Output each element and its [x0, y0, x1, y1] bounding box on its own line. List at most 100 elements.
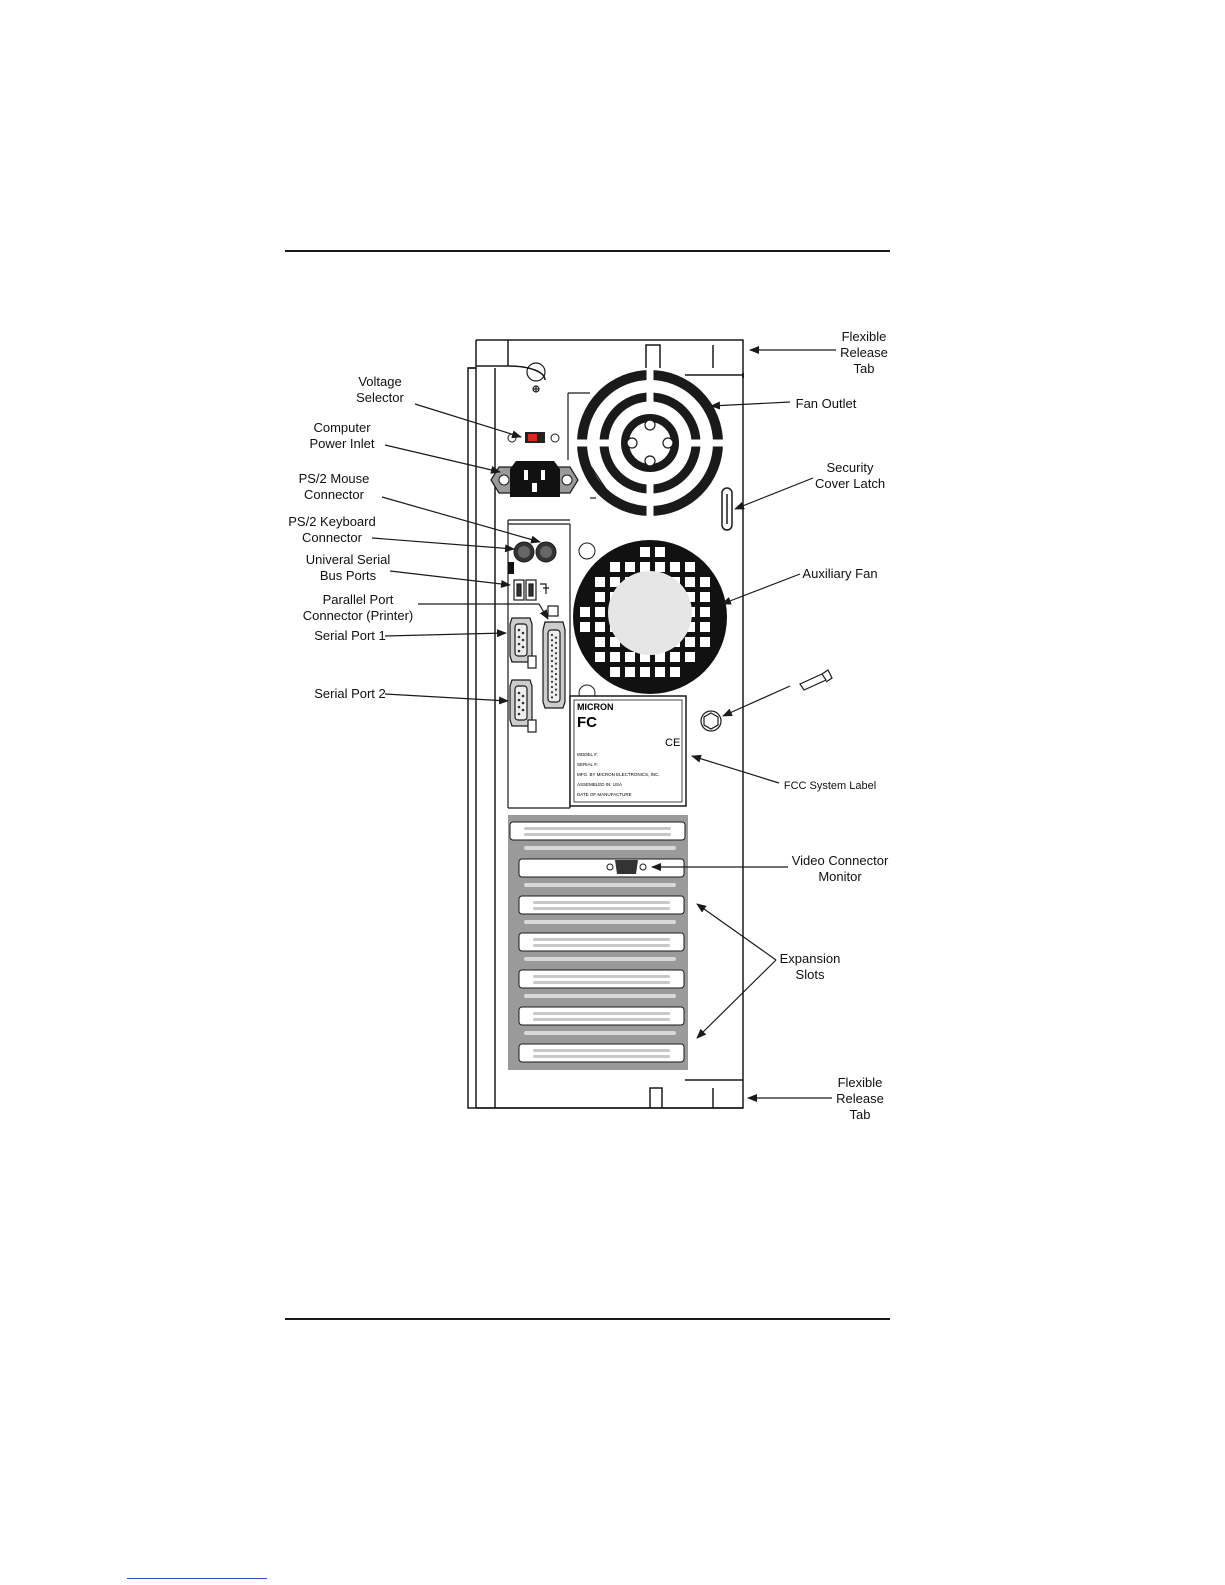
slot-divider — [524, 957, 676, 961]
parallel-pin — [550, 659, 554, 663]
thumb-screw — [700, 669, 833, 732]
expansion-slot-cover[interactable] — [518, 969, 685, 989]
fan-grille-hole — [610, 652, 620, 662]
power-inlet[interactable] — [490, 461, 579, 497]
parallel-pin — [550, 649, 554, 652]
slot-vent — [533, 1055, 670, 1058]
fan-grille-hole — [625, 562, 635, 572]
label-serial-port-2: Serial Port 2 — [314, 686, 386, 701]
parallel-pin — [554, 641, 558, 644]
fan-grille-hole — [610, 667, 620, 677]
serial-port-1[interactable] — [509, 617, 537, 669]
fan-grille-hole — [580, 622, 590, 632]
top-rule — [285, 250, 890, 252]
video-connector[interactable] — [606, 860, 647, 874]
parallel-pin — [554, 636, 558, 639]
fan-grille-hole — [700, 607, 710, 617]
label-usb-ports: Univeral Serial Bus Ports — [305, 552, 391, 583]
fcc-brand: MICRON — [577, 702, 614, 712]
parallel-pin — [554, 657, 558, 660]
fan-grille-hole — [595, 637, 605, 647]
slot-divider — [524, 1031, 676, 1035]
expansion-slot-cover[interactable] — [518, 932, 685, 952]
parallel-pin — [550, 665, 554, 668]
fan-grille-hole — [655, 652, 665, 662]
fan-grille-hole — [625, 667, 635, 677]
slot-vent — [533, 981, 670, 984]
parallel-pin — [554, 646, 558, 650]
parallel-pin — [554, 662, 558, 665]
fan-grille-hole — [655, 562, 665, 572]
fcc-system-label — [569, 695, 687, 807]
fcc-assembled: ASSEMBLED IN: USA — [577, 782, 622, 787]
ce-logo: CE — [665, 737, 680, 749]
parallel-pin — [550, 680, 554, 683]
parallel-pin — [550, 644, 554, 647]
slot-vent — [524, 827, 671, 830]
fan-grille-hole — [640, 652, 650, 662]
parallel-pin — [550, 685, 554, 689]
fan-grille-hole — [610, 637, 620, 647]
fan-grille-hole — [670, 562, 680, 572]
label-auxiliary-fan: Auxiliary Fan — [802, 566, 878, 581]
fan-grille-hole — [655, 547, 665, 557]
parallel-pin — [554, 693, 558, 696]
parallel-pin — [554, 652, 558, 655]
fan-grille-hole — [700, 622, 710, 632]
footer-link-underline[interactable] — [127, 1578, 267, 1579]
fan-grille-hole — [640, 667, 650, 677]
fcc-model: MODEL #: — [577, 752, 598, 757]
fan-grille-hole — [640, 562, 650, 572]
label-security-cover-latch: Security Cover Latch — [814, 460, 886, 491]
expansion-slot-cover[interactable] — [518, 1043, 685, 1063]
label-fcc-system-label: FCC System Label — [783, 780, 877, 792]
fan-grille-hole — [625, 652, 635, 662]
fan-grille-hole — [685, 592, 695, 602]
label-release-tab-bottom: Flexible Release Tab — [836, 1075, 884, 1122]
slot-vent — [533, 1018, 670, 1021]
fan-grille-hole — [640, 547, 650, 557]
fan-outlet — [577, 370, 723, 516]
label-parallel-port: Parallel Port Connector (Printer) — [302, 592, 414, 623]
parallel-pin — [550, 633, 554, 637]
expansion-slot-cover[interactable] — [509, 821, 686, 841]
parallel-pin — [554, 688, 558, 691]
voltage-selector[interactable] — [507, 432, 560, 443]
fcc-serial: SERIAL #: — [577, 762, 598, 767]
slot-vent — [524, 833, 671, 836]
top-release-tab[interactable] — [645, 344, 744, 378]
fan-grille-hole — [700, 637, 710, 647]
fan-grille-hole — [610, 577, 620, 587]
parallel-pin — [554, 683, 558, 686]
parallel-pin — [554, 672, 558, 676]
ps2-ports[interactable] — [508, 541, 557, 574]
label-serial-port-1: Serial Port 1 — [314, 628, 386, 643]
fan-grille-hole — [685, 637, 695, 647]
auxiliary-fan — [573, 540, 727, 702]
fan-grille-hole — [685, 562, 695, 572]
fcc-date: DATE OF MANUFACTURE — [577, 792, 632, 797]
label-video-connector: Video Connector Monitor — [791, 853, 889, 884]
expansion-slot-cover[interactable] — [518, 895, 685, 915]
fcc-mfg: MFG. BY MICRON ELECTRONICS, INC. — [577, 772, 660, 777]
expansion-slot-cover[interactable] — [518, 858, 685, 878]
usb-ports[interactable] — [513, 579, 549, 601]
parallel-port[interactable] — [542, 605, 566, 709]
fan-grille-hole — [595, 592, 605, 602]
fan-grille-hole — [700, 592, 710, 602]
parallel-pin — [554, 667, 558, 670]
security-cover-latch[interactable] — [721, 487, 733, 531]
expansion-slot-cover[interactable] — [518, 1006, 685, 1026]
slot-divider — [524, 883, 676, 887]
fan-grille-hole — [580, 607, 590, 617]
serial-port-2[interactable] — [509, 679, 537, 733]
slot-divider — [524, 920, 676, 924]
bottom-release-tab[interactable] — [476, 1079, 743, 1109]
slot-vent — [533, 901, 670, 904]
parallel-pin — [550, 639, 554, 642]
fan-grille-hole — [685, 622, 695, 632]
label-expansion-slots: Expansion Slots — [779, 951, 841, 982]
fan-grille-hole — [595, 607, 605, 617]
parallel-pin — [550, 654, 554, 657]
label-ps2-keyboard-connector: PS/2 Keyboard Connector — [288, 514, 376, 545]
